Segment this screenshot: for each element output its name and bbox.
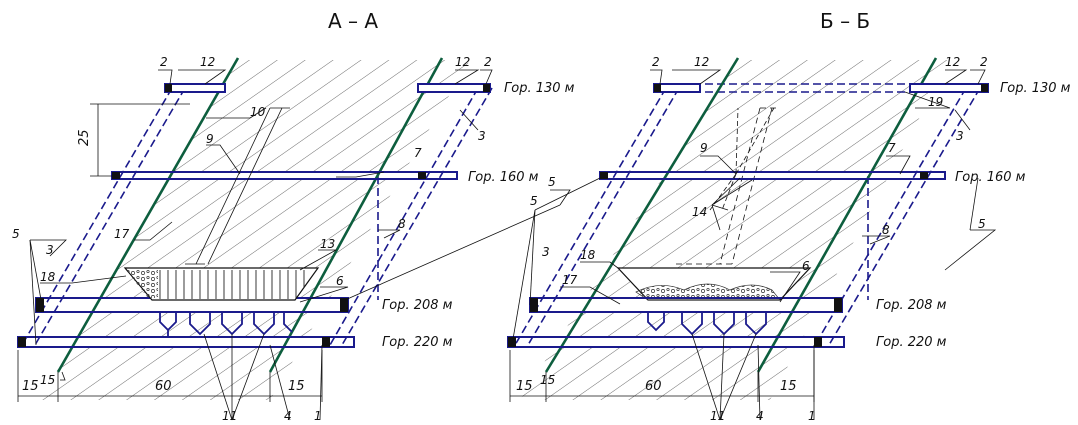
callout: 18 bbox=[40, 270, 56, 284]
callout: 12 bbox=[694, 55, 709, 69]
callout: 12 bbox=[200, 55, 215, 69]
callout: 11 bbox=[222, 409, 237, 423]
callout: 1 bbox=[808, 409, 816, 423]
callout: 17 bbox=[562, 273, 578, 287]
callout: 3 bbox=[956, 129, 964, 143]
callout: 3 bbox=[478, 129, 486, 143]
callout: 15 bbox=[540, 373, 555, 387]
section-title: А – А bbox=[328, 9, 378, 33]
section-title: Б – Б bbox=[820, 9, 870, 33]
callout: 11 bbox=[710, 409, 725, 423]
ore-contact-hangingwall bbox=[268, 57, 444, 373]
callout: 7 bbox=[414, 146, 422, 160]
level-label: Гор. 220 м bbox=[382, 335, 453, 350]
ore-body bbox=[520, 60, 950, 400]
callout: 12 bbox=[455, 55, 470, 69]
level-label: Гор. 220 м bbox=[876, 335, 947, 350]
level-label: Гор. 160 м bbox=[955, 170, 1026, 185]
callout: 2 bbox=[484, 55, 492, 69]
drill-crosscut bbox=[185, 107, 290, 265]
callout: 7 bbox=[888, 141, 896, 155]
callout: 14 bbox=[692, 205, 707, 219]
callout: 19 bbox=[928, 95, 943, 109]
callout: 2 bbox=[652, 55, 660, 69]
callout: 17 bbox=[114, 227, 130, 241]
level-label: Гор. 160 м bbox=[468, 170, 539, 185]
callout: 9 bbox=[700, 141, 708, 155]
callout: 8 bbox=[882, 223, 890, 237]
callout: 15 bbox=[40, 373, 55, 387]
dim-right: 15 bbox=[288, 379, 305, 394]
section-a: А – А bbox=[10, 9, 575, 423]
callout: 10 bbox=[250, 105, 266, 119]
callout: 1 bbox=[314, 409, 322, 423]
callout: 13 bbox=[320, 237, 335, 251]
callout: 5 bbox=[530, 194, 538, 208]
dim-left: 15 bbox=[22, 379, 39, 394]
dim-height-label: 25 bbox=[77, 129, 92, 146]
level-label: Гор. 208 м bbox=[382, 298, 453, 313]
callout: 6 bbox=[802, 259, 810, 273]
dim-height bbox=[90, 103, 190, 177]
callout: 5 bbox=[978, 217, 986, 231]
callout: 5 bbox=[12, 227, 20, 241]
ore-body bbox=[40, 60, 470, 400]
dim-middle: 60 bbox=[155, 379, 172, 394]
callout: 3 bbox=[46, 243, 54, 257]
callout: 2 bbox=[160, 55, 168, 69]
callout: 9 bbox=[206, 132, 214, 146]
callout: 12 bbox=[945, 55, 960, 69]
ore-contact-footwall bbox=[544, 57, 740, 373]
callout: 5 bbox=[548, 175, 556, 189]
raise-lines bbox=[21, 87, 493, 346]
callout: 6 bbox=[336, 274, 344, 288]
level-label: Гор. 130 м bbox=[1000, 81, 1071, 96]
ore-contact-footwall bbox=[56, 57, 240, 373]
callout: 4 bbox=[284, 409, 292, 423]
dim-right: 15 bbox=[780, 379, 797, 394]
section-b: Б – Б bbox=[507, 9, 1071, 423]
callout: 3 bbox=[542, 245, 550, 259]
callout: 2 bbox=[980, 55, 988, 69]
dim-middle: 60 bbox=[645, 379, 662, 394]
callout: 8 bbox=[398, 217, 406, 231]
ore-contact-hangingwall bbox=[756, 57, 938, 373]
level-label: Гор. 208 м bbox=[876, 298, 947, 313]
callout: 18 bbox=[580, 248, 596, 262]
level-label: Гор. 130 м bbox=[504, 81, 575, 96]
dim-left: 15 bbox=[516, 379, 533, 394]
callout: 4 bbox=[756, 409, 764, 423]
